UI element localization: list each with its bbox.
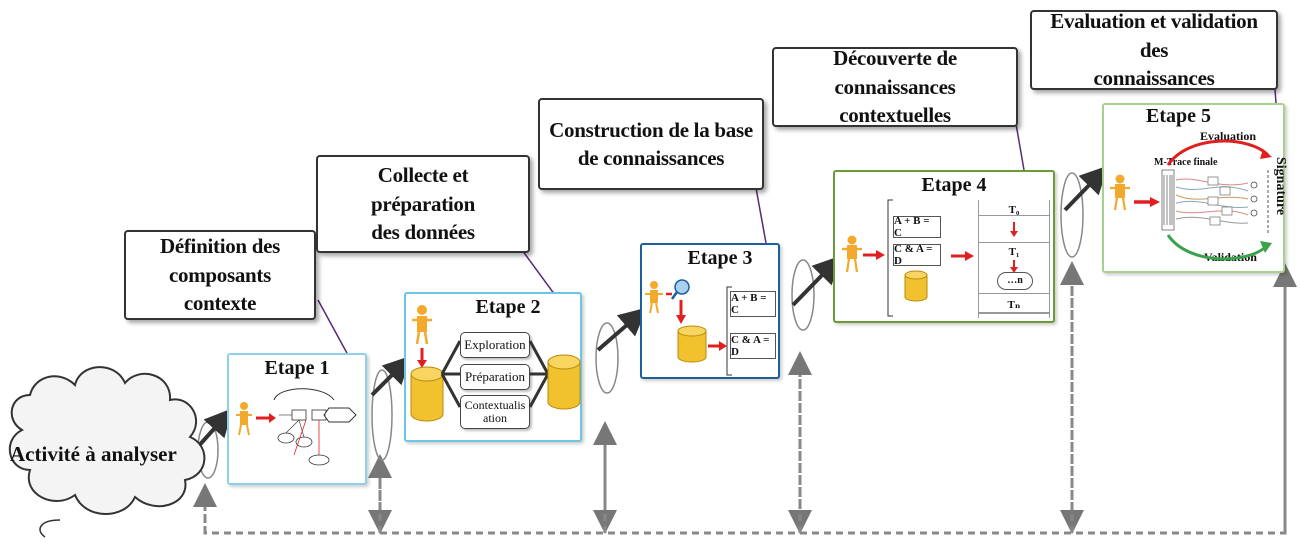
red-arrow-down xyxy=(1010,260,1018,273)
callout-line: connaissances xyxy=(1093,66,1215,91)
callout-connector-4 xyxy=(1014,117,1025,171)
signature-label: Signature xyxy=(1273,157,1288,216)
activity-cloud xyxy=(8,366,206,538)
equation-1: A + B = C xyxy=(730,291,776,317)
database-icon xyxy=(904,270,928,302)
red-arrow-right xyxy=(951,251,974,261)
callout-collecte: Collecte et préparation des données xyxy=(316,155,530,253)
equation-2: C & A = D xyxy=(893,243,941,267)
callout-line: Evaluation et validation des xyxy=(1050,9,1258,62)
callout-evaluation: Evaluation et validation des connaissance… xyxy=(1030,9,1278,91)
red-arrow-right xyxy=(708,341,727,351)
context-model-diagram xyxy=(236,388,357,466)
callout-line: des données xyxy=(371,220,475,245)
feedback-loop-line xyxy=(203,270,1287,535)
stage-2: Etape 2 Exploration Préparation Contextu… xyxy=(404,292,582,442)
stage-5-title: Etape 5 xyxy=(1146,105,1211,127)
database-icon xyxy=(410,366,444,422)
trace-ellipsis: …n xyxy=(997,272,1033,290)
callout-line: Collecte et préparation xyxy=(370,163,476,216)
stage-2-title: Etape 2 xyxy=(475,296,541,318)
stage-1-title: Etape 1 xyxy=(264,357,330,379)
fan-in-arrows xyxy=(528,340,550,408)
callout-connector-3 xyxy=(755,187,767,244)
bracket xyxy=(726,286,732,376)
trace-t0: T₀ xyxy=(1008,204,1020,216)
callout-line: connaissances contextuelles xyxy=(834,74,956,128)
transition-1 xyxy=(370,355,412,461)
database-icon xyxy=(547,354,581,410)
callout-definition: Définition des composants contexte xyxy=(124,230,316,320)
stage-1: Etape 1 xyxy=(227,353,367,485)
fan-out-arrows xyxy=(440,340,462,408)
equation-1: A + B = C xyxy=(893,215,941,239)
red-arrow-down xyxy=(1010,222,1018,237)
activity-label: Activité à analyser xyxy=(10,442,177,466)
callout-line: de connaissances xyxy=(577,146,725,170)
m-trace-diagram xyxy=(1110,139,1272,261)
callout-line: Définition des xyxy=(159,234,281,259)
bracket xyxy=(887,199,893,317)
callout-line: Construction de la base xyxy=(549,117,753,142)
person-icon xyxy=(842,235,862,273)
validation-label: Validation xyxy=(1204,250,1257,264)
transition-4 xyxy=(1060,165,1109,258)
person-icon xyxy=(412,305,432,368)
transition-3 xyxy=(791,255,842,331)
transition-2 xyxy=(595,307,648,394)
person-icon xyxy=(236,402,252,436)
equation-2: C & A = D xyxy=(730,333,776,359)
callout-construction: Construction de la base de connaissances xyxy=(538,98,764,190)
trace-t1: T₁ xyxy=(1008,246,1020,258)
stage-3: Etape 3 A + B = C C & A = D xyxy=(640,243,780,379)
step-exploration: Exploration xyxy=(460,332,530,358)
evaluation-label: Evaluation xyxy=(1200,129,1257,143)
person-icon xyxy=(1110,174,1130,211)
database-icon xyxy=(677,325,707,363)
trace-tn: Tₙ xyxy=(1007,299,1021,311)
person-icon xyxy=(645,279,690,314)
callout-line: Découverte de xyxy=(833,46,957,71)
trace-sequence: T₀ T₁ …n Tₙ xyxy=(978,200,1050,318)
m-trace-label: M-Trace finale xyxy=(1154,157,1218,168)
callout-connector-2 xyxy=(521,249,556,296)
step-contextualisation: Contextualis ation xyxy=(460,395,530,429)
callout-connector-1 xyxy=(317,299,349,356)
callout-decouverte: Découverte de connaissances contextuelles xyxy=(772,46,1018,128)
step-preparation: Préparation xyxy=(460,364,530,390)
stage-4: Etape 4 A + B = C C & A = D T₀ T₁ xyxy=(833,170,1055,323)
red-arrow-down xyxy=(676,300,686,324)
red-arrow-right xyxy=(863,250,885,260)
stage-4-title: Etape 4 xyxy=(921,174,987,196)
stage-3-title: Etape 3 xyxy=(687,247,753,269)
stage-5: Etape 5 Evaluation Validation M-Trace fi… xyxy=(1102,103,1288,273)
callout-line: composants contexte xyxy=(168,262,271,316)
